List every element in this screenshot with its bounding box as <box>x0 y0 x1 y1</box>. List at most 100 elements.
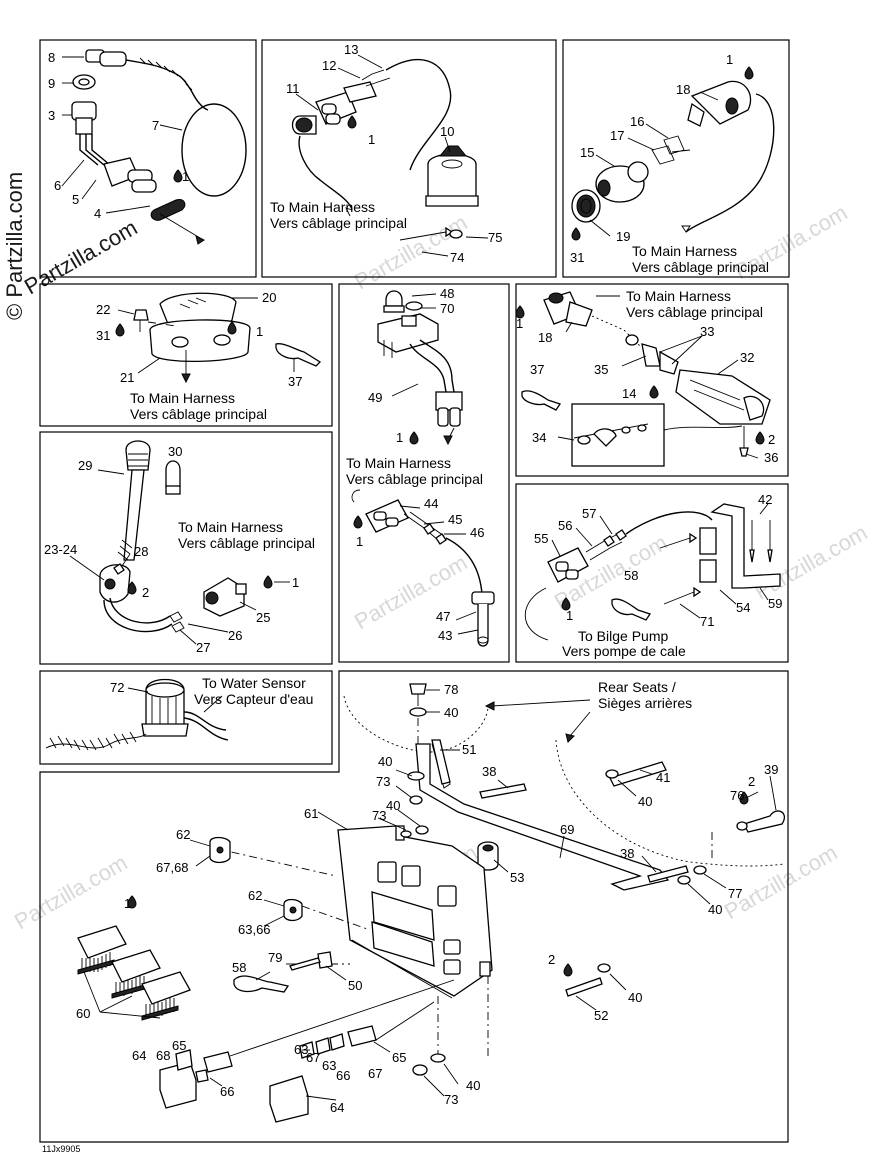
callout: 34 <box>532 430 546 445</box>
callout: 25 <box>256 610 270 625</box>
callout: 70 <box>440 301 454 316</box>
callout: 17 <box>610 128 624 143</box>
callout: 1 <box>726 52 733 67</box>
callout: 60 <box>76 1006 90 1021</box>
panel-4-parts <box>115 292 322 384</box>
panel-11 <box>39 670 789 1143</box>
caption-main-en: To Main Harness <box>632 243 737 259</box>
callout: 1 <box>356 534 363 549</box>
callout: 41 <box>656 770 670 785</box>
callout: 23-24 <box>44 542 77 557</box>
callout: 69 <box>560 822 574 837</box>
panel-7 <box>39 431 333 665</box>
callout: 21 <box>120 370 134 385</box>
panel-11-callouts: 78 40 51 40 73 38 41 40 61 73 40 62 67,6… <box>76 679 778 1115</box>
callout: 57 <box>582 506 596 521</box>
panel-8-callouts: 44 1 45 46 47 43 <box>356 496 484 643</box>
callout: 66 <box>336 1068 350 1083</box>
callout: 37 <box>288 374 302 389</box>
callout: 4 <box>94 206 101 221</box>
callout: 56 <box>558 518 572 533</box>
panel-4-callouts: 22 20 31 1 21 37 To Main Harness Vers câ… <box>96 290 302 422</box>
callout: 33 <box>700 324 714 339</box>
callout: 2 <box>748 774 755 789</box>
caption-main-en: To Main Harness <box>346 455 451 471</box>
panel-3 <box>562 39 790 278</box>
callout: 22 <box>96 302 110 317</box>
panel-6-callouts: 1 18 33 35 32 37 14 34 2 36 To Main Harn… <box>516 288 778 465</box>
callout: 1 <box>124 896 131 911</box>
callout: 54 <box>736 600 750 615</box>
callout: 55 <box>534 531 548 546</box>
panel-9 <box>515 483 789 663</box>
callout: 13 <box>344 42 358 57</box>
callout: 20 <box>262 290 276 305</box>
callout: 6 <box>54 178 61 193</box>
callout: 66 <box>220 1084 234 1099</box>
callout: 1 <box>256 324 263 339</box>
watermark: Partzilla.com <box>10 850 132 935</box>
panel-1 <box>39 39 257 278</box>
callout: 63,66 <box>238 922 271 937</box>
callout: 42 <box>758 492 772 507</box>
watermark: Partzilla.com <box>350 550 472 635</box>
panel-1-parts <box>71 49 247 245</box>
callout: 14 <box>622 386 636 401</box>
caption-seats-en: Rear Seats / <box>598 679 676 695</box>
caption-water-fr: Vers Capteur d'eau <box>194 691 313 707</box>
callout: 12 <box>322 58 336 73</box>
callout: 9 <box>48 76 55 91</box>
callout: 3 <box>48 108 55 123</box>
panel-11-parts <box>77 683 785 1123</box>
caption-main-fr: Vers câblage principal <box>178 535 315 551</box>
caption-main-fr: Vers câblage principal <box>130 406 267 422</box>
callout: 36 <box>764 450 778 465</box>
panel-2 <box>261 39 557 278</box>
callout: 40 <box>638 794 652 809</box>
watermark: Partzilla.com <box>750 520 872 605</box>
callout: 31 <box>570 250 584 265</box>
caption-bilge-en: To Bilge Pump <box>578 628 668 644</box>
callout: 7 <box>152 118 159 133</box>
callout: 63 <box>294 1042 308 1057</box>
callout: 51 <box>462 742 476 757</box>
callout: 76 <box>730 788 744 803</box>
caption-main-fr: Vers câblage principal <box>626 304 763 320</box>
callout: 61 <box>304 806 318 821</box>
callout: 37 <box>530 362 544 377</box>
callout: 73 <box>372 808 386 823</box>
callout: 40 <box>444 705 458 720</box>
callout: 63 <box>322 1058 336 1073</box>
callout: 38 <box>482 764 496 779</box>
callout: 5 <box>72 192 79 207</box>
callout: 49 <box>368 390 382 405</box>
callout: 45 <box>448 512 462 527</box>
connector-60-b <box>111 949 161 999</box>
callout: 68 <box>156 1048 170 1063</box>
callout: 10 <box>440 124 454 139</box>
callout: 53 <box>510 870 524 885</box>
callout: 1 <box>182 169 189 184</box>
callout: 1 <box>396 430 403 445</box>
callout: 65 <box>392 1050 406 1065</box>
callout: 62 <box>176 827 190 842</box>
panel-7-parts <box>99 440 273 633</box>
callout: 40 <box>378 754 392 769</box>
callout: 27 <box>196 640 210 655</box>
caption-main-en: To Main Harness <box>178 519 283 535</box>
callout: 43 <box>438 628 452 643</box>
panel-frames <box>39 39 790 1143</box>
callout: 47 <box>436 609 450 624</box>
callout: 67,68 <box>156 860 189 875</box>
callout: 67 <box>306 1050 320 1065</box>
callout: 40 <box>386 798 400 813</box>
callout: 72 <box>110 680 124 695</box>
callout: 2 <box>548 952 555 967</box>
panel-2-callouts: 13 12 11 10 1 75 74 To Main Harness Vers… <box>270 42 502 265</box>
callout: 79 <box>268 950 282 965</box>
callout: 52 <box>594 1008 608 1023</box>
callout: 67 <box>368 1066 382 1081</box>
panel-10-callouts: 72 To Water Sensor Vers Capteur d'eau <box>110 675 313 707</box>
callout: 59 <box>768 596 782 611</box>
watermark: Partzilla.com <box>720 840 842 925</box>
